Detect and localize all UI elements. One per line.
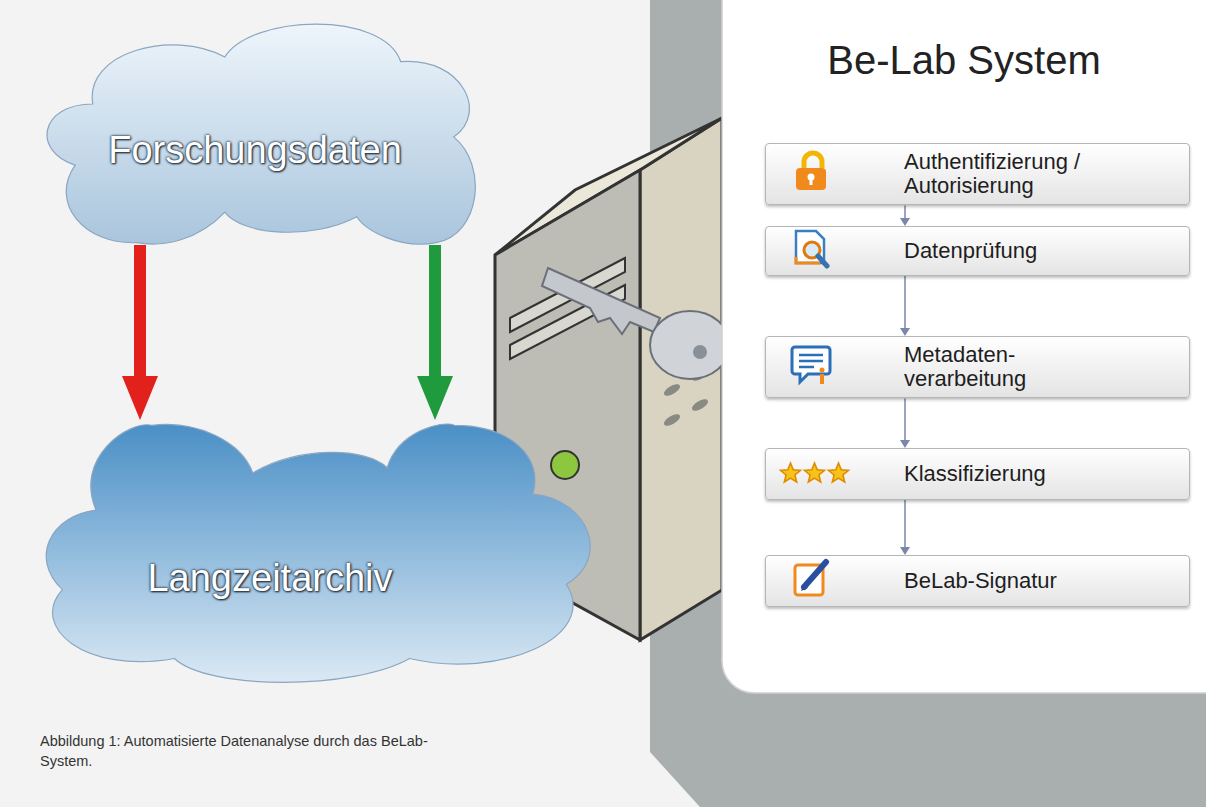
process-icon (790, 227, 834, 275)
shape-part (804, 153, 822, 168)
shape-part (801, 584, 808, 591)
shape-part (805, 463, 825, 482)
process-box: BeLab-Signatur (765, 555, 1190, 607)
shape-part (46, 424, 590, 682)
process-label: Metadaten- verarbeitung (904, 343, 1104, 391)
shape-part (799, 354, 823, 357)
system-panel: Be-Lab SystemAuthentifizierung / Autoris… (722, 0, 1206, 693)
key-blade (542, 268, 660, 334)
shape-part (781, 463, 801, 482)
process-icon (790, 150, 834, 198)
white-panel (722, 0, 1206, 693)
arrow-head (122, 376, 158, 420)
arrow-head (900, 218, 910, 226)
shape-part (781, 463, 801, 482)
shape-part (47, 24, 475, 244)
process-label: BeLab-Signatur (904, 569, 1057, 593)
shape-part (790, 343, 834, 387)
process-text: Metadaten- verarbeitung (904, 343, 1104, 391)
process-text: Klassifizierung (904, 462, 1046, 486)
process-box: Authentifizierung / Autorisierung (765, 143, 1190, 205)
shape-part (790, 557, 834, 601)
process-label: Datenprüfung (904, 239, 1037, 263)
arrow-shaft (429, 245, 441, 377)
shape-part (818, 256, 827, 266)
arrow-shaft (904, 500, 906, 548)
process-icon (790, 343, 834, 391)
power-button (551, 451, 579, 479)
process-text: Authentifizierung / Autorisierung (904, 150, 1181, 198)
process-icon (790, 557, 834, 605)
shape-part (790, 227, 834, 271)
shape-part (820, 374, 824, 384)
arrow-shaft (134, 245, 146, 377)
figure-caption: Abbildung 1: Automatisierte Datenanalyse… (40, 732, 450, 771)
cloud-label: Forschungsdaten (108, 129, 402, 172)
process-box: Metadaten- verarbeitung (765, 336, 1190, 398)
shape-part (829, 463, 849, 482)
flow-arrow (900, 276, 910, 336)
process-label: Klassifizierung (904, 462, 1046, 486)
process-box: Klassifizierung (765, 448, 1190, 500)
flow-arrow (900, 500, 910, 555)
shape-part (805, 463, 825, 482)
vent (690, 397, 710, 413)
flow-arrow (900, 205, 910, 226)
flow-arrow (900, 398, 910, 448)
vent (662, 412, 682, 428)
shape-part (790, 150, 834, 194)
shape-part (796, 168, 826, 190)
arrow-head (417, 376, 453, 420)
process-label: Authentifizierung / Autorisierung (904, 150, 1181, 198)
key-hole (693, 345, 707, 359)
arrow-head (900, 328, 910, 336)
shape-part (820, 368, 825, 373)
process-text: BeLab-Signatur (904, 569, 1057, 593)
shape-part (804, 562, 826, 587)
arrow-shaft (904, 398, 906, 441)
arrow-shaft (904, 276, 906, 329)
shape-part (778, 459, 854, 485)
flow-arrow (122, 245, 158, 420)
process-text: Datenprüfung (904, 239, 1037, 263)
shape-part (829, 463, 849, 482)
arrow-shaft (904, 205, 906, 219)
key-head (650, 311, 730, 379)
process-icon (778, 459, 854, 489)
shape-part (40, 420, 600, 685)
process-box: Datenprüfung (765, 226, 1190, 276)
flow-arrow (417, 245, 453, 420)
shape-part (40, 10, 480, 245)
shape-part (810, 178, 813, 185)
shape-part (799, 366, 814, 369)
key (542, 268, 730, 379)
arrow-head (900, 547, 910, 555)
cloud-shape: Forschungsdaten (40, 10, 480, 245)
shape-part (799, 360, 823, 363)
cloud-shape: Langzeitarchiv (40, 420, 600, 685)
panel-title: Be-Lab System (722, 38, 1206, 83)
arrow-head (900, 440, 910, 448)
shape-part (792, 347, 830, 382)
cloud-label: Langzeitarchiv (147, 557, 392, 600)
vent (662, 382, 682, 398)
